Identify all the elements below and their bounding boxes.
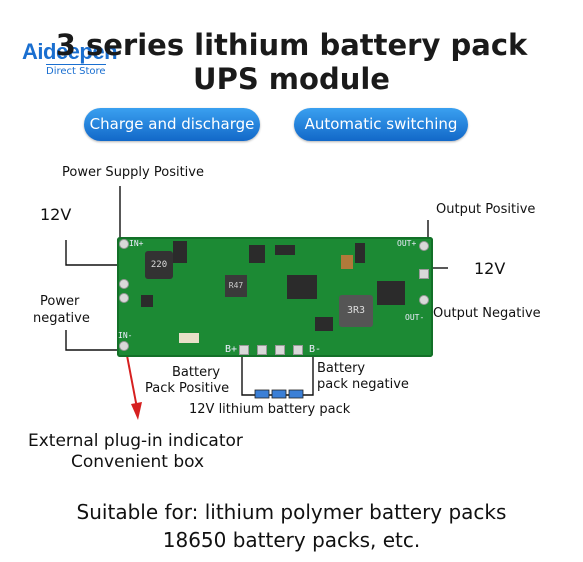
input-voltage-label: 12V [40,205,72,224]
compatibility-line2: 18650 battery packs, etc. [162,528,421,552]
b-plus-silk: B+ [225,344,238,355]
indicator-label-line1: External plug-in indicator [28,431,243,451]
in-minus-pad [119,341,129,351]
charge-discharge-badge: Charge and discharge [84,108,260,141]
mosfet-bottom [315,317,333,331]
inductor-right: 3R3 [339,295,373,327]
output-positive-label: Output Positive [436,202,536,217]
pad-left-1 [119,279,129,289]
pad-left-2 [119,293,129,303]
automatic-switching-badge: Automatic switching [294,108,468,141]
battery-pad-1 [257,345,267,355]
b-plus-pad [239,345,249,355]
out-minus-silk: OUT- [405,313,425,322]
battery-pack-label: 12V lithium battery pack [189,402,351,417]
diode-right [355,243,365,263]
mosfet-top [173,241,187,263]
page-title: 3 series lithium battery pack [55,28,528,62]
output-negative-label: Output Negative [433,306,541,321]
chip-mid: R47 [225,275,247,297]
ic-center [287,275,317,299]
capacitor-top [341,255,353,269]
out-plus-pad [419,241,429,251]
battery-positive-label-line1: Battery [172,365,221,380]
out-minus-pad [419,295,429,305]
page-subtitle: UPS module [193,62,390,96]
brand-logo: Aideepen Direct Store [22,40,154,80]
brand-tagline: Direct Store [46,64,106,77]
ic-right [377,281,405,305]
b-minus-pad [293,345,303,355]
diode-top [275,245,295,255]
battery-negative-label-line2: pack negative [317,377,409,392]
in-minus-silk: IN- [118,331,133,340]
compatibility-line1: Suitable for: lithium polymer battery pa… [76,500,507,524]
indicator-label-line2: Convenient box [71,452,205,472]
battery-pad-2 [275,345,285,355]
power-negative-label-line2: negative [33,311,90,326]
power-negative-label-line1: Power [40,294,80,309]
battery-cells-icon [254,389,304,399]
b-minus-silk: B- [309,344,322,355]
brand-name: Aideepen [22,39,118,64]
ups-pcb-board: IN+ IN- 220 R47 3R3 OUT+ OUT- B+ B- [117,237,433,357]
inductor-left: 220 [145,251,173,279]
power-supply-positive-label: Power Supply Positive [62,165,204,180]
in-plus-silk: IN+ [129,239,144,248]
out-pad-mid [419,269,429,279]
output-voltage-label: 12V [474,259,506,278]
ic-left [141,295,153,307]
in-plus-pad [119,239,129,249]
out-plus-silk: OUT+ [397,239,417,248]
capacitor-left [179,333,199,343]
battery-positive-label-line2: Pack Positive [145,381,230,396]
battery-negative-label-line1: Battery [317,361,366,376]
diode-top-2 [249,245,265,263]
